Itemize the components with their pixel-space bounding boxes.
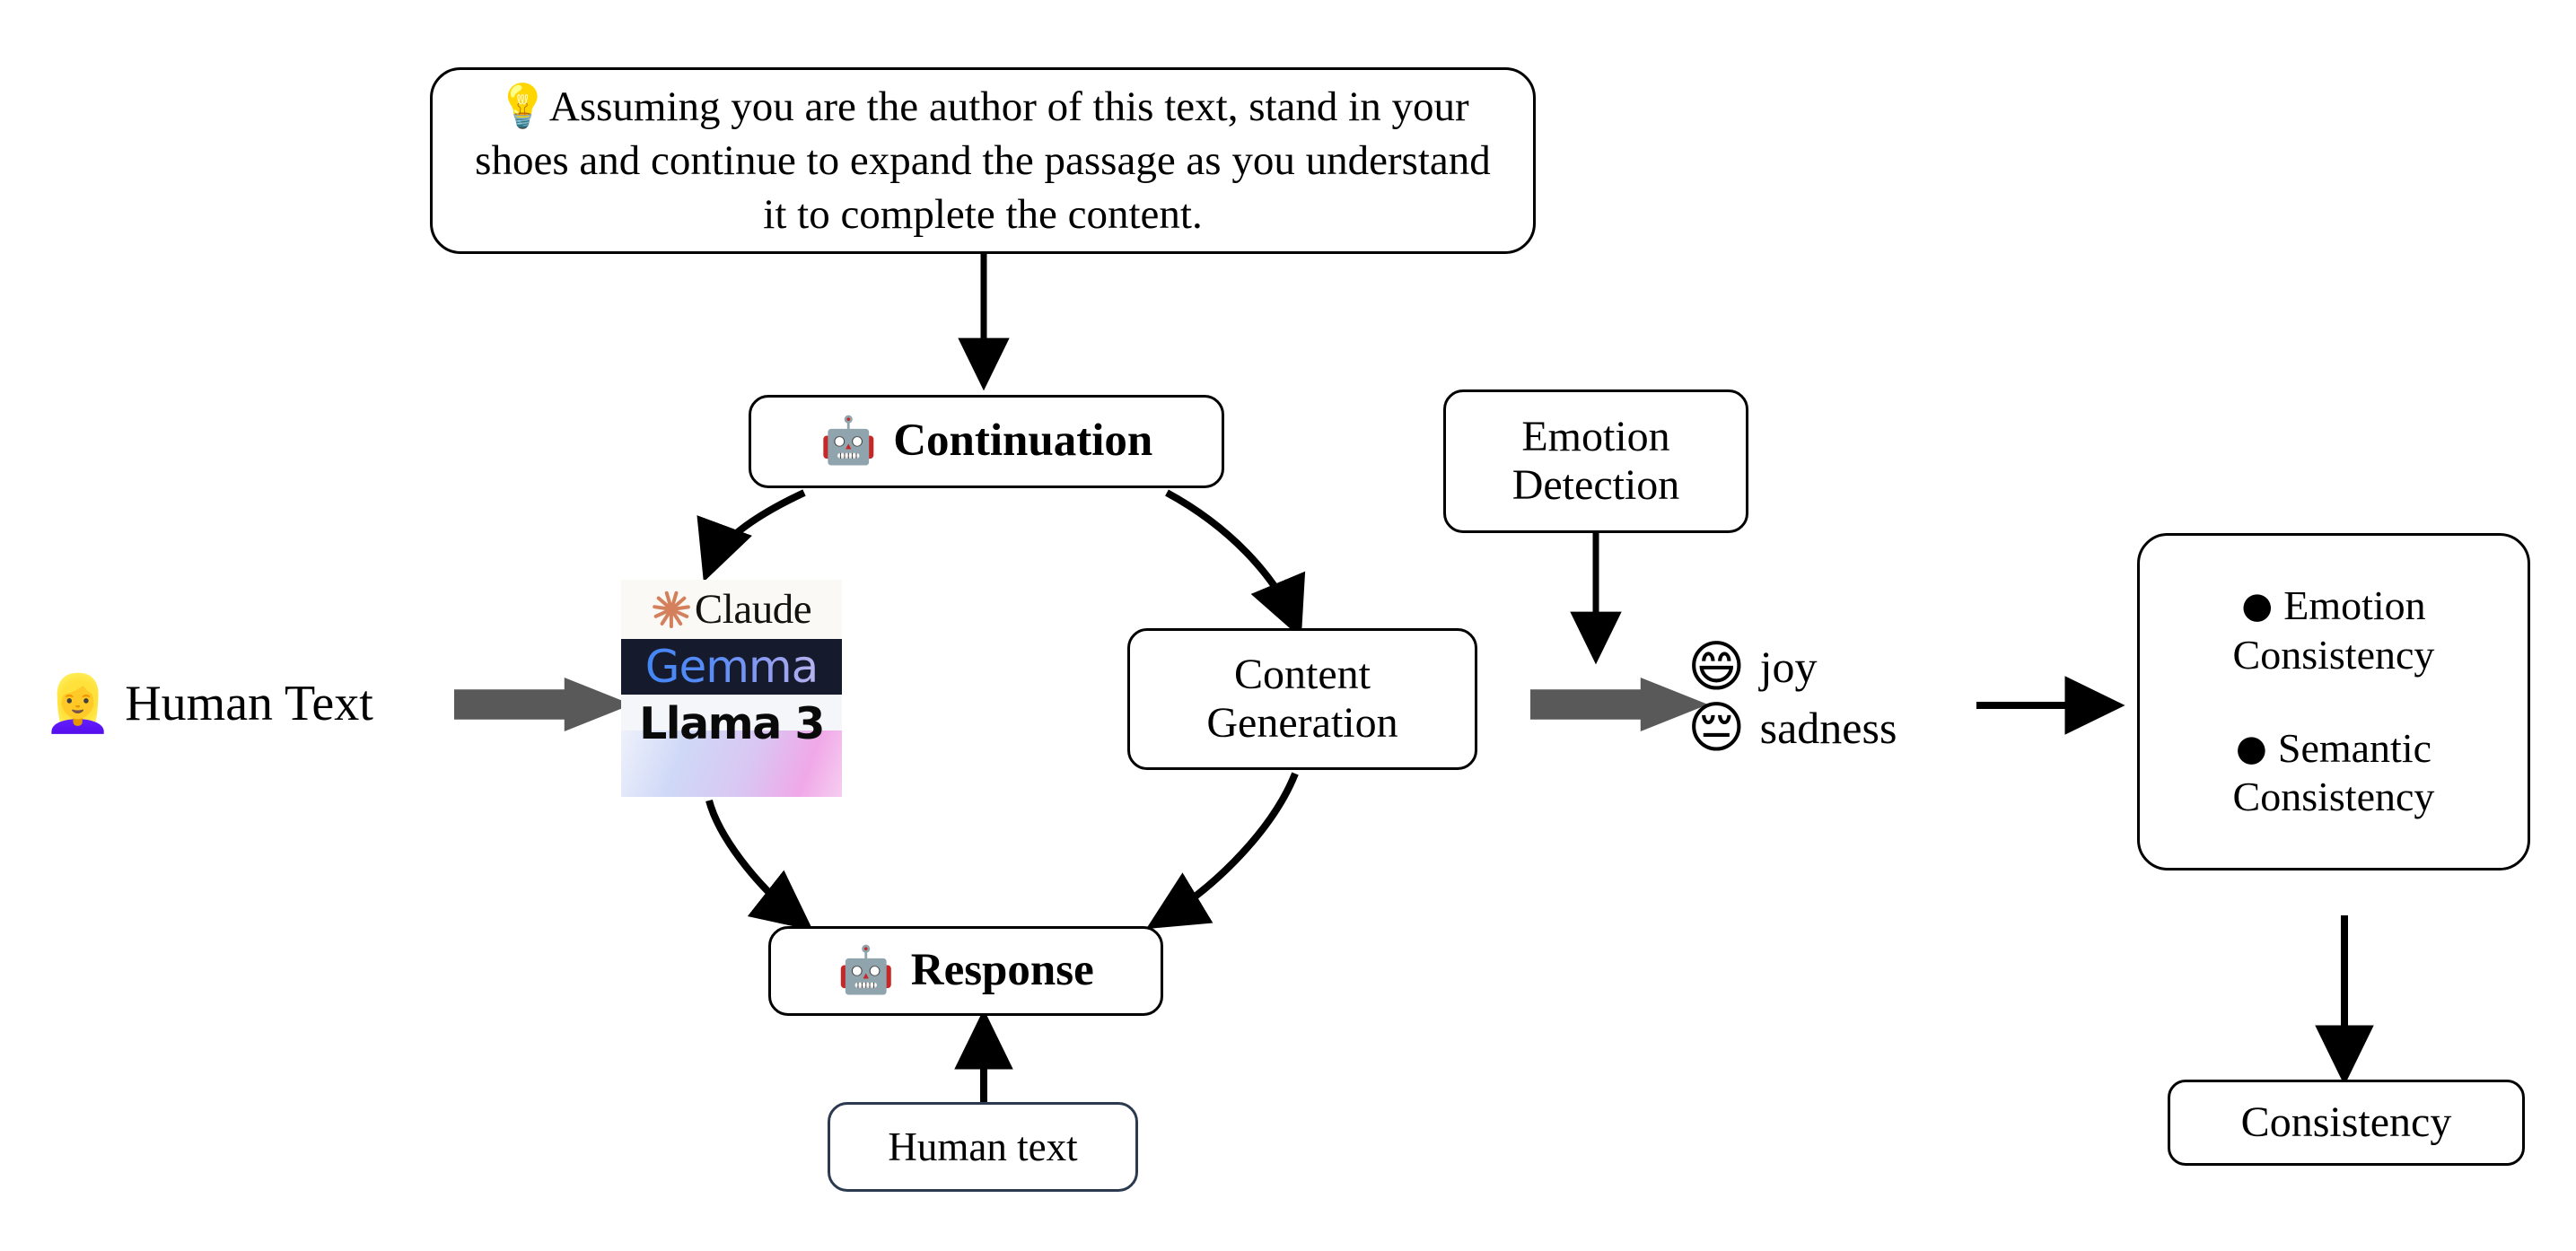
consistency-criteria-node[interactable]: ●Emotion Consistency ●Semantic Consisten… (2137, 533, 2530, 870)
grinning-face-icon: 😄 (1687, 634, 1746, 699)
criteria-emotion-line1: Emotion (2283, 582, 2426, 629)
edge-continuation-to-content-generation (1165, 489, 1306, 639)
criteria-emotion-line2: Consistency (2232, 631, 2435, 678)
emotion-sadness-label: sadness (1759, 703, 1897, 753)
emotion-output-group: 😄 joy 😔 sadness (1687, 639, 1957, 800)
emotion-detection-line1: Emotion (1521, 413, 1670, 461)
prompt-instruction-box: 💡Assuming you are the author of this tex… (430, 67, 1536, 254)
criteria-semantic-line1: Semantic (2277, 725, 2432, 771)
content-generation-label: Content Generation (1206, 651, 1398, 748)
bullet-icon: ● (2241, 585, 2274, 627)
gemma-logo[interactable]: Gemma (621, 639, 842, 695)
gemma-wordmark: Gemma (644, 641, 819, 693)
consistency-result-node[interactable]: Consistency (2168, 1080, 2525, 1166)
lightbulb-icon: 💡 (496, 81, 549, 131)
llm-logo-stack[interactable]: Claude Gemma Llama 3 (621, 580, 842, 797)
emotion-sadness-row: 😔 sadness (1687, 700, 1897, 756)
emotion-detection-label: Emotion Detection (1512, 413, 1680, 510)
criteria-item-emotion: ●Emotion Consistency (2140, 582, 2528, 679)
robot-icon: 🤖 (819, 415, 878, 468)
edge-continuation-to-models (697, 489, 806, 582)
criteria-item-semantic: ●Semantic Consistency (2140, 724, 2528, 822)
content-generation-node[interactable]: Content Generation (1127, 628, 1477, 770)
claude-wordmark: Claude (694, 586, 812, 633)
continuation-label: Continuation (893, 416, 1153, 467)
bullet-icon: ● (2235, 728, 2267, 769)
criteria-semantic-line2: Consistency (2232, 774, 2435, 820)
emotion-block-arrow-icon (1530, 678, 1708, 731)
claude-logo[interactable]: Claude (621, 580, 842, 639)
content-generation-line2: Generation (1206, 699, 1398, 747)
emotion-joy-row: 😄 joy (1687, 639, 1818, 695)
response-label: Response (910, 945, 1094, 996)
input-block-arrow-icon (454, 678, 632, 731)
edge-models-to-response (705, 799, 813, 931)
claude-starburst-icon (652, 590, 691, 629)
llama-gradient-band (621, 730, 842, 797)
consistency-label: Consistency (2240, 1098, 2452, 1147)
response-node[interactable]: 🤖 Response (768, 926, 1163, 1016)
edge-content-generation-to-response (1145, 772, 1299, 930)
woman-icon: 👱‍♀️ (43, 670, 113, 736)
continuation-node[interactable]: 🤖 Continuation (749, 395, 1224, 488)
llama-logo[interactable]: Llama 3 (621, 695, 842, 797)
prompt-text: Assuming you are the author of this text… (475, 83, 1491, 239)
human-text-node[interactable]: Human text (828, 1102, 1138, 1192)
human-text-label: Human text (888, 1124, 1078, 1169)
robot-icon: 🤖 (837, 944, 895, 998)
emotion-detection-node[interactable]: Emotion Detection (1443, 389, 1748, 533)
prompt-text-wrapper: 💡Assuming you are the author of this tex… (463, 80, 1503, 241)
human-text-input-text: Human Text (125, 676, 373, 731)
emotion-detection-line2: Detection (1511, 461, 1680, 509)
content-generation-line1: Content (1233, 651, 1371, 699)
llama-wordmark: Llama 3 (639, 698, 825, 749)
pensive-face-icon: 😔 (1687, 695, 1746, 760)
human-text-input-label: 👱‍♀️ Human Text (43, 664, 373, 743)
emotion-joy-label: joy (1759, 642, 1818, 692)
